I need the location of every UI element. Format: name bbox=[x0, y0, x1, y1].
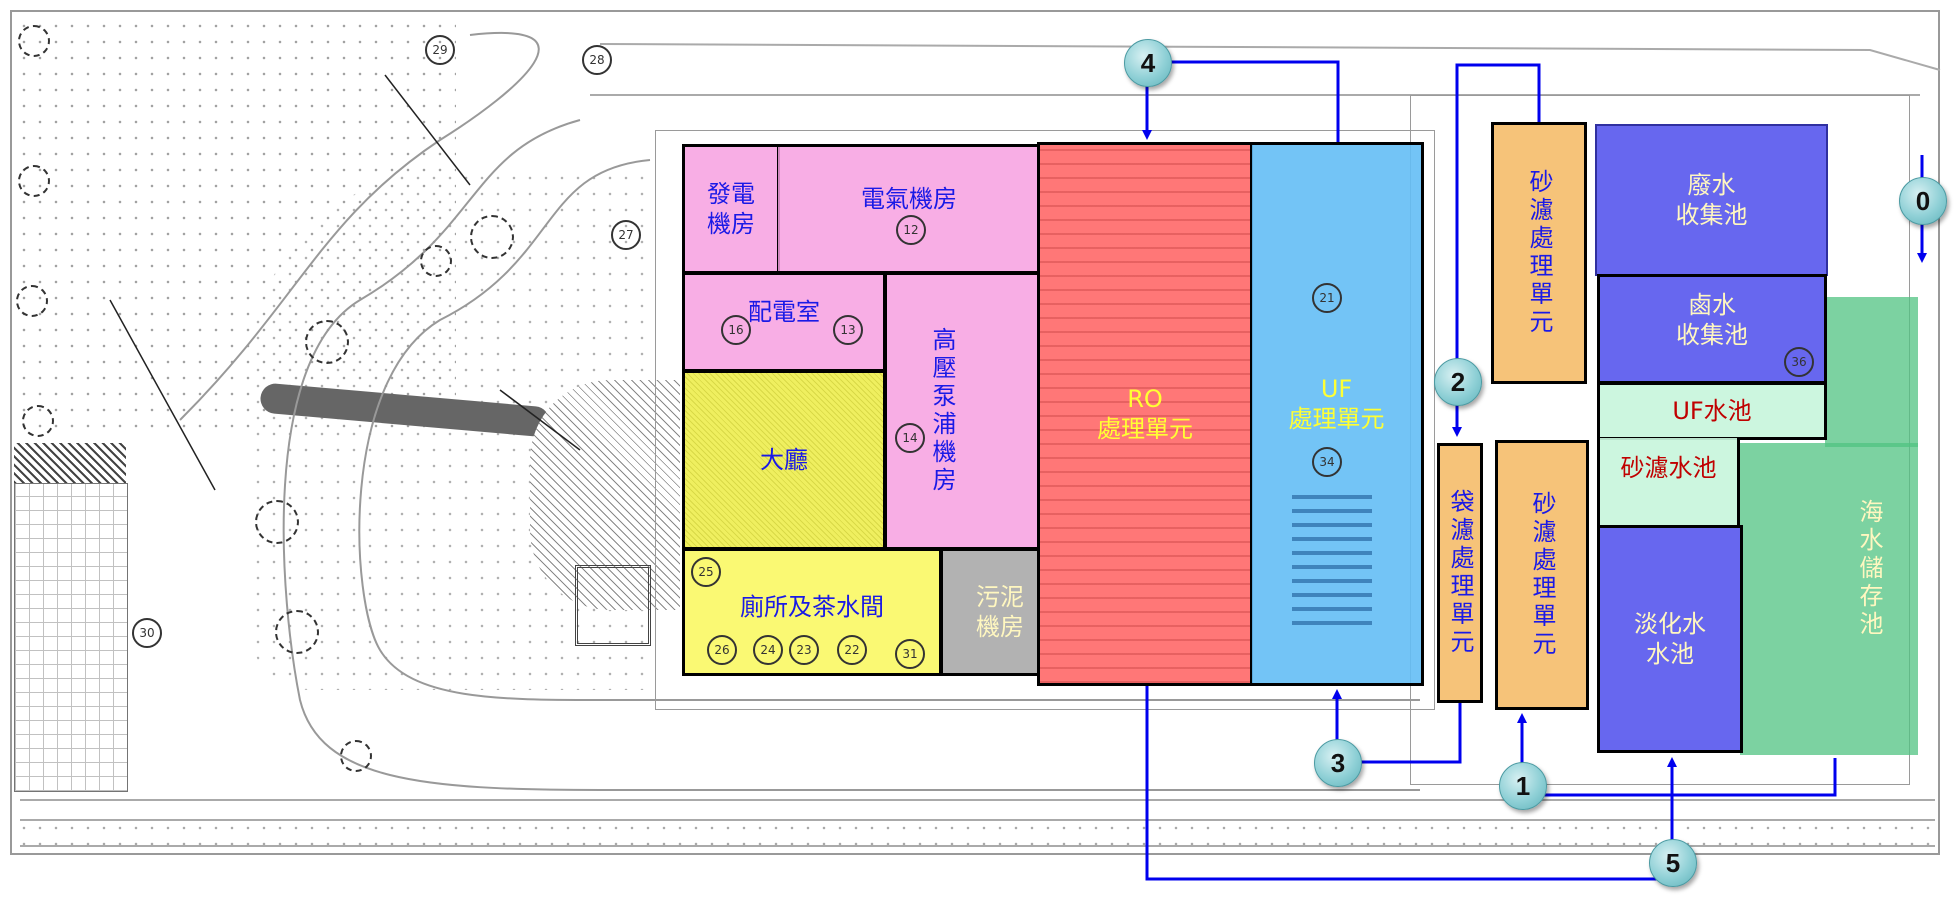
uf-label-group: UF 處理單元 bbox=[1289, 374, 1385, 434]
flow-step-1: 1 bbox=[1499, 762, 1547, 810]
parking-hatch bbox=[14, 443, 126, 483]
zone-sand-filtered-tank: 砂濾水池 bbox=[1597, 438, 1740, 528]
zone-lobby: 大廳 bbox=[682, 370, 886, 550]
tree-icon bbox=[18, 165, 50, 197]
flow-step-4: 4 bbox=[1124, 39, 1172, 87]
tree-icon bbox=[305, 320, 349, 364]
room-number-36: 36 bbox=[1784, 347, 1814, 377]
parking-area bbox=[14, 483, 128, 792]
zone-desalinated-tank: 淡化水 水池 bbox=[1597, 525, 1743, 753]
label-uf-line1: UF bbox=[1320, 375, 1353, 403]
zone-sludge-room: 污泥機房 bbox=[940, 548, 1040, 676]
room-number-28: 28 bbox=[582, 45, 612, 75]
label-wastewater-line1: 廢水 bbox=[1687, 171, 1736, 199]
label-lobby: 大廳 bbox=[760, 446, 808, 474]
label-uf-line2: 處理單元 bbox=[1288, 405, 1385, 433]
wastewater-label-group: 廢水 收集池 bbox=[1676, 170, 1748, 230]
room-number-13: 13 bbox=[833, 315, 863, 345]
tree-icon bbox=[420, 245, 452, 277]
label-seawater-storage: 海水儲存池 bbox=[1855, 499, 1883, 639]
label-desalinated-line1: 淡化水 bbox=[1634, 610, 1706, 638]
tree-icon bbox=[255, 500, 299, 544]
label-generator-room: 發電機房 bbox=[707, 180, 755, 238]
site-boundary bbox=[10, 10, 1940, 855]
room-number-34: 34 bbox=[1312, 447, 1342, 477]
room-number-25: 25 bbox=[691, 557, 721, 587]
tree-icon bbox=[16, 285, 48, 317]
label-ro-line2: 處理單元 bbox=[1097, 415, 1193, 443]
tree-icon bbox=[18, 25, 50, 57]
stair-core bbox=[575, 565, 651, 646]
tree-icon bbox=[275, 610, 319, 654]
room-number-26: 26 bbox=[707, 635, 737, 665]
label-uf-water-tank: UF水池 bbox=[1672, 397, 1752, 425]
label-electrical-room: 電氣機房 bbox=[861, 185, 957, 213]
zone-sand-filter-lower: 砂濾處理單元 bbox=[1495, 440, 1589, 710]
label-brine-line1: 鹵水 bbox=[1688, 291, 1736, 319]
label-sand-filter-lower: 砂濾處理單元 bbox=[1528, 491, 1556, 659]
room-number-29: 29 bbox=[425, 35, 455, 65]
zone-uf-unit: UF 處理單元 21 34 bbox=[1250, 142, 1424, 686]
label-wastewater-line2: 收集池 bbox=[1675, 201, 1748, 229]
label-desalinated-line2: 水池 bbox=[1646, 640, 1694, 668]
zone-sand-filter-upper: 砂濾處理單元 bbox=[1491, 122, 1587, 384]
zone-ro-unit: RO 處理單元 bbox=[1037, 142, 1253, 686]
room-number-21: 21 bbox=[1312, 283, 1342, 313]
room-number-31: 31 bbox=[895, 639, 925, 669]
zone-bag-filter-unit: 袋濾處理單元 bbox=[1437, 443, 1483, 703]
zone-restroom-pantry: 廁所及茶水間 25 26 24 23 22 31 bbox=[682, 548, 942, 676]
flow-step-3: 3 bbox=[1314, 739, 1362, 787]
zone-seawater-storage: 海水儲存池 bbox=[1740, 443, 1918, 755]
room-number-22: 22 bbox=[837, 635, 867, 665]
tree-icon bbox=[22, 405, 54, 437]
flow-step-5: 5 bbox=[1649, 839, 1697, 887]
label-hp-pump-room: 高壓泵浦機房 bbox=[928, 327, 956, 495]
label-ro-line1: RO bbox=[1127, 385, 1163, 413]
room-number-27: 27 bbox=[611, 220, 641, 250]
zone-hp-pump-room: 高壓泵浦機房 14 bbox=[884, 272, 1040, 550]
room-number-16: 16 bbox=[721, 315, 751, 345]
zone-wastewater-tank: 廢水 收集池 bbox=[1595, 124, 1828, 276]
zone-seawater-storage-top bbox=[1825, 297, 1918, 447]
room-number-12: 12 bbox=[896, 215, 926, 245]
flow-step-0: 0 bbox=[1899, 177, 1947, 225]
label-sand-filter-upper: 砂濾處理單元 bbox=[1525, 169, 1553, 337]
label-restroom-pantry: 廁所及茶水間 bbox=[740, 593, 884, 621]
room-number-14: 14 bbox=[895, 423, 925, 453]
label-sludge-room: 污泥機房 bbox=[976, 583, 1024, 641]
label-brine-line2: 收集池 bbox=[1676, 321, 1748, 349]
desalinated-label-group: 淡化水 水池 bbox=[1634, 609, 1706, 669]
flow-step-2: 2 bbox=[1434, 358, 1482, 406]
zone-electrical-room: 電氣機房 12 bbox=[778, 144, 1040, 274]
label-distribution-room: 配電室 bbox=[748, 298, 820, 326]
ro-label-group: RO 處理單元 bbox=[1097, 384, 1193, 444]
landscape-strip-bottom bbox=[16, 820, 1936, 846]
label-sand-filtered-tank: 砂濾水池 bbox=[1620, 454, 1717, 482]
room-number-24: 24 bbox=[753, 635, 783, 665]
tree-icon bbox=[470, 215, 514, 259]
uf-membrane-rack bbox=[1292, 485, 1372, 625]
tree-icon bbox=[340, 740, 372, 772]
building-outline bbox=[655, 130, 1435, 710]
room-number-23: 23 bbox=[789, 635, 819, 665]
label-bag-filter-unit: 袋濾處理單元 bbox=[1446, 489, 1474, 657]
room-number-30: 30 bbox=[132, 618, 162, 648]
zone-distribution-room: 配電室 16 13 bbox=[682, 272, 886, 372]
brine-label-group: 鹵水 收集池 bbox=[1676, 290, 1748, 350]
